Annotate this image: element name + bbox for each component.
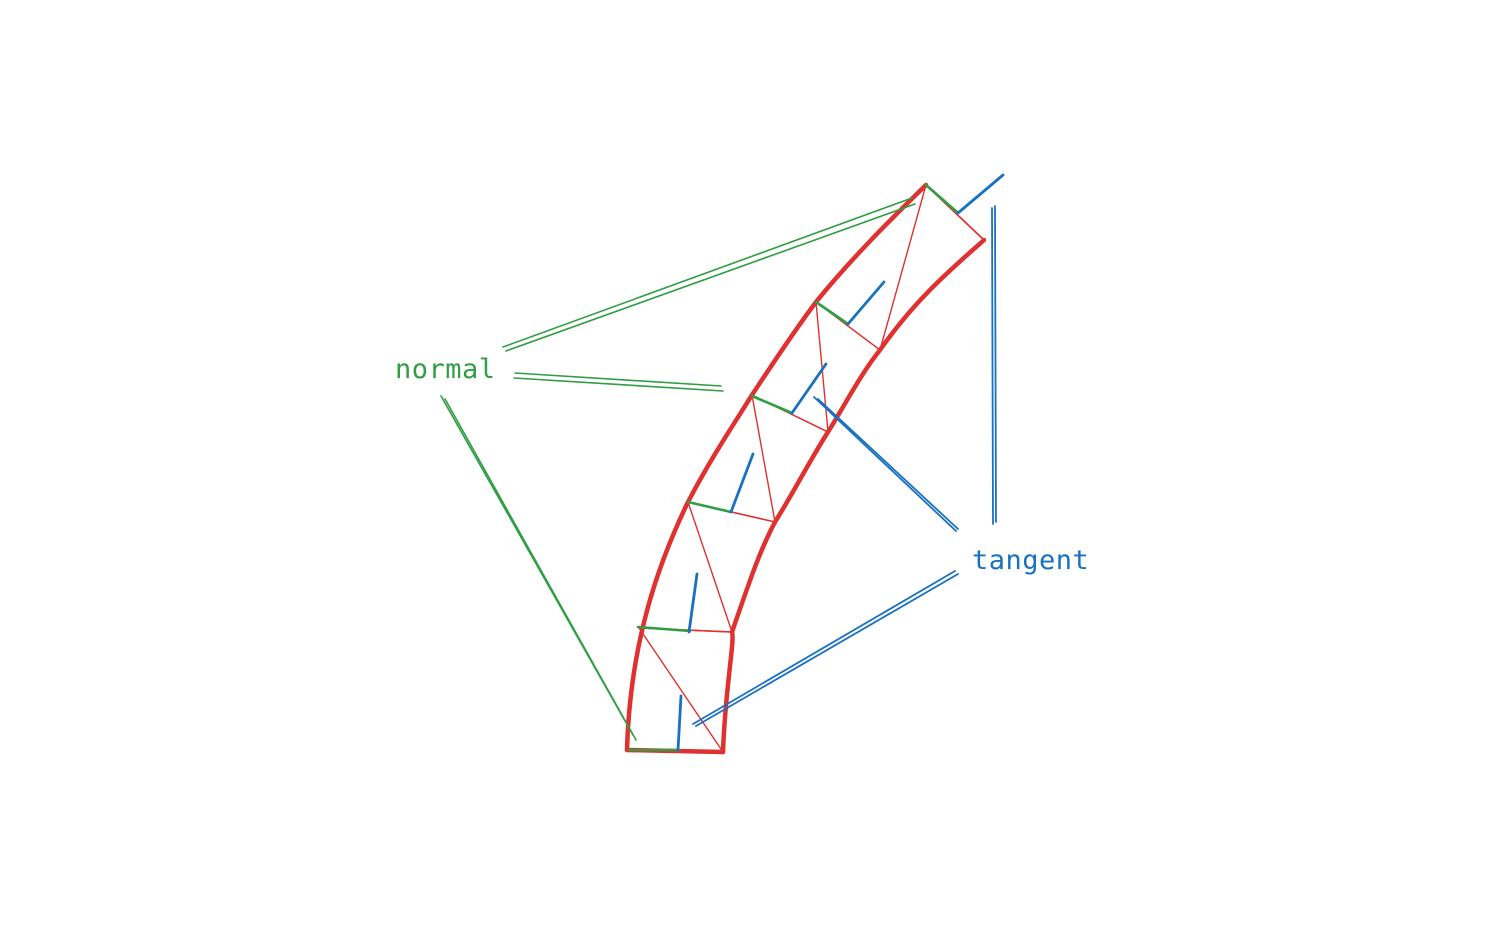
normal-leader-middle [513, 377, 724, 392]
tangent-leader-right [991, 207, 994, 525]
normal-leaders [440, 197, 916, 741]
normal-leader-top [505, 203, 916, 352]
tangent-leader-bottom [692, 570, 956, 725]
tangent-leader-middle [813, 396, 957, 532]
tangent-vector [676, 694, 683, 752]
strip-left-edge [624, 182, 929, 753]
normal-label: normal [395, 354, 496, 385]
tangent-vector [790, 362, 828, 415]
strip-right-edge [720, 237, 987, 755]
tangent-leader-middle [817, 398, 959, 530]
tangent-leader-right [994, 205, 997, 523]
tangent-leader-bottom [695, 573, 959, 727]
tangent-leaders [692, 205, 997, 727]
normal-vector [814, 300, 850, 326]
strip-outline [624, 182, 987, 755]
normal-vectors [627, 183, 959, 752]
tangent-vector [729, 452, 755, 514]
tangent-vector [956, 173, 1005, 215]
tangent-label: tangent [972, 545, 1089, 576]
tangent-vectors [676, 173, 1005, 752]
normal-leader-bottom [444, 398, 637, 741]
normal-vector [924, 183, 959, 214]
normal-vector [750, 394, 794, 415]
normal-vector [636, 625, 692, 633]
normal-leader-middle [514, 372, 722, 387]
tangent-vector [846, 280, 886, 326]
tangent-vector [687, 572, 699, 634]
triangle-diagonals [638, 184, 985, 753]
normal-leader-top [502, 197, 913, 348]
triangulation [638, 184, 985, 753]
normal-vector [686, 500, 733, 514]
